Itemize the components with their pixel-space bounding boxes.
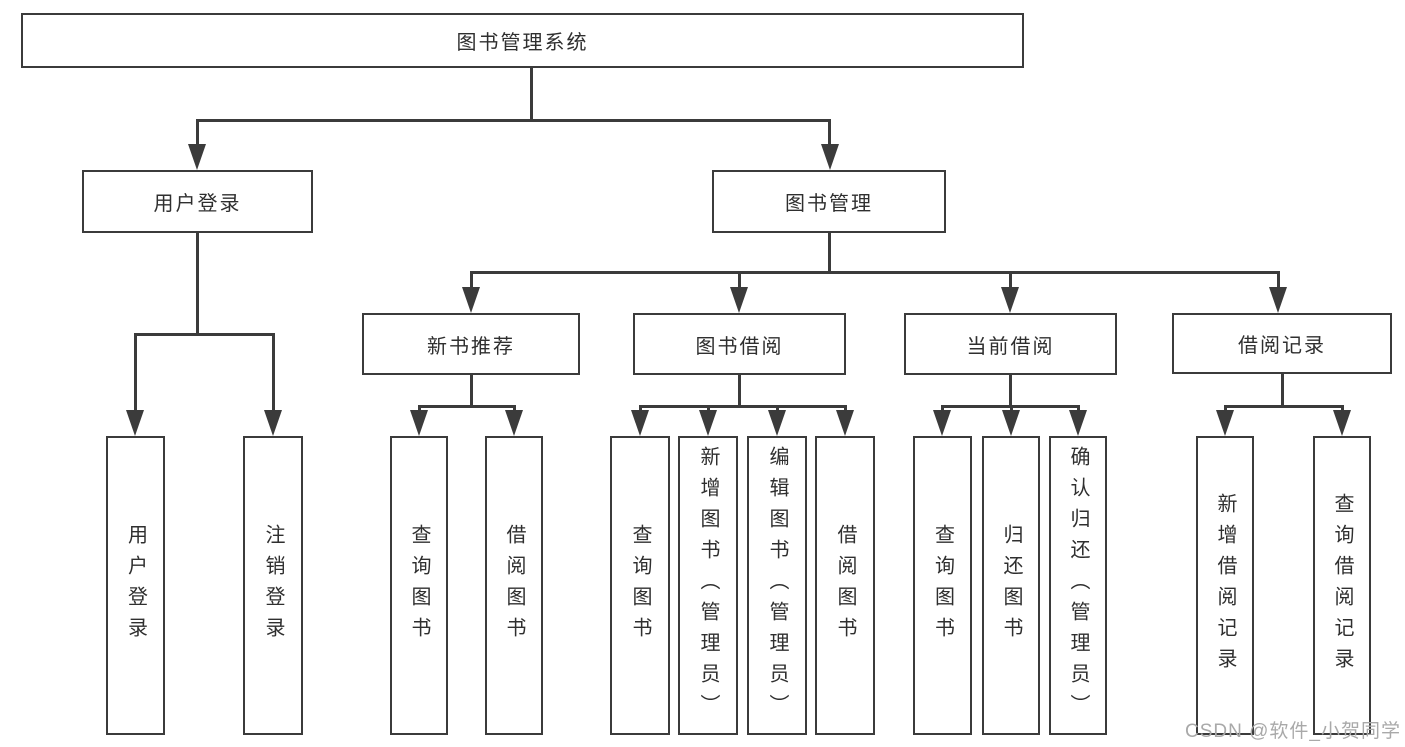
node-add-borrow-record: 新增借阅记录 <box>1196 436 1254 735</box>
node-borrow-books-borrowing: 借阅图书 <box>815 436 875 735</box>
arrowhead-down-icon <box>126 410 144 436</box>
node-query-books-recommend: 查询图书 <box>390 436 448 735</box>
connector-line <box>639 405 642 413</box>
node-label: 用户登录 <box>153 193 242 215</box>
node-label: 图书管理系统 <box>456 32 589 54</box>
node-label: 图书借阅 <box>695 335 784 358</box>
arrowhead-down-icon <box>730 287 748 313</box>
connector-line <box>513 405 516 413</box>
node-borrow-books-recommend: 借阅图书 <box>485 436 543 735</box>
connector-line <box>844 405 847 413</box>
connector-line <box>530 67 533 120</box>
connector-line <box>134 333 137 412</box>
node-new-book-recommendation: 新书推荐 <box>362 313 580 375</box>
watermark: CSDN @软件_小贺同学 <box>1185 721 1401 742</box>
node-book-management: 图书管理 <box>712 170 946 233</box>
connector-line <box>707 405 710 413</box>
arrowhead-down-icon <box>1216 410 1234 436</box>
arrowhead-down-icon <box>1002 410 1020 436</box>
connector-line <box>470 374 473 407</box>
node-label: 新书推荐 <box>427 335 515 358</box>
connector-line <box>196 119 199 147</box>
node-label: 归还图书 <box>1000 523 1022 648</box>
connector-line <box>941 405 944 413</box>
arrowhead-down-icon <box>821 144 839 170</box>
connector-line <box>418 405 421 413</box>
arrowhead-down-icon <box>505 410 523 436</box>
node-label: 注销登录 <box>262 523 284 648</box>
arrowhead-down-icon <box>188 144 206 170</box>
node-borrowing-records: 借阅记录 <box>1172 313 1392 374</box>
connector-line <box>1009 374 1012 407</box>
node-label: 用户登录 <box>124 523 147 648</box>
node-label: 确认归还（管理员） <box>1067 446 1089 725</box>
connector-line <box>639 405 846 408</box>
connector-line <box>1341 405 1344 413</box>
node-current-borrowing: 当前借阅 <box>904 313 1117 375</box>
connector-line <box>272 333 275 412</box>
arrowhead-down-icon <box>836 410 854 436</box>
arrowhead-down-icon <box>1269 287 1287 313</box>
node-label: 当前借阅 <box>966 335 1055 358</box>
connector-line <box>828 119 831 147</box>
node-user-login-leaf: 用户登录 <box>106 436 165 735</box>
arrowhead-down-icon <box>1001 287 1019 313</box>
node-label: 借阅记录 <box>1238 335 1326 357</box>
node-library-management-system: 图书管理系统 <box>21 13 1024 68</box>
node-label: 查询图书 <box>629 523 651 648</box>
connector-line <box>1010 405 1013 413</box>
node-book-borrowing: 图书借阅 <box>633 313 846 375</box>
connector-line <box>1224 405 1343 408</box>
connector-line <box>1277 271 1280 289</box>
node-add-books-admin: 新增图书（管理员） <box>678 436 738 735</box>
arrowhead-down-icon <box>1333 410 1351 436</box>
node-label: 查询借阅记录 <box>1331 492 1353 679</box>
arrowhead-down-icon <box>462 287 480 313</box>
connector-line <box>418 405 515 408</box>
connector-line <box>134 333 275 336</box>
connector-line <box>1077 405 1080 413</box>
node-confirm-return-admin: 确认归还（管理员） <box>1049 436 1107 735</box>
node-user-login: 用户登录 <box>82 170 313 233</box>
node-label: 借阅图书 <box>834 523 856 648</box>
node-label: 借阅图书 <box>503 523 525 648</box>
connector-line <box>828 232 831 273</box>
node-return-books: 归还图书 <box>982 436 1040 735</box>
node-label: 编辑图书（管理员） <box>766 446 788 725</box>
node-query-books-borrowing: 查询图书 <box>610 436 670 735</box>
node-logout: 注销登录 <box>243 436 303 735</box>
arrowhead-down-icon <box>1069 410 1087 436</box>
connector-line <box>776 405 779 413</box>
arrowhead-down-icon <box>699 410 717 436</box>
connector-line <box>1224 405 1227 413</box>
node-label: 查询图书 <box>408 523 430 648</box>
arrowhead-down-icon <box>410 410 428 436</box>
connector-line <box>196 119 831 122</box>
connector-line <box>196 232 199 335</box>
arrowhead-down-icon <box>768 410 786 436</box>
connector-line <box>738 271 741 289</box>
connector-line <box>470 271 1280 274</box>
connector-line <box>1281 374 1284 407</box>
node-label: 查询图书 <box>931 523 954 648</box>
node-edit-books-admin: 编辑图书（管理员） <box>747 436 807 735</box>
arrowhead-down-icon <box>631 410 649 436</box>
connector-line <box>470 271 473 289</box>
connector-line <box>738 374 741 407</box>
node-label: 新增图书（管理员） <box>697 446 719 725</box>
node-label: 图书管理 <box>785 193 873 215</box>
node-label: 新增借阅记录 <box>1214 492 1236 679</box>
node-query-books-current: 查询图书 <box>913 436 972 735</box>
node-query-borrow-record: 查询借阅记录 <box>1313 436 1371 735</box>
arrowhead-down-icon <box>933 410 951 436</box>
connector-line <box>1009 271 1012 289</box>
arrowhead-down-icon <box>264 410 282 436</box>
